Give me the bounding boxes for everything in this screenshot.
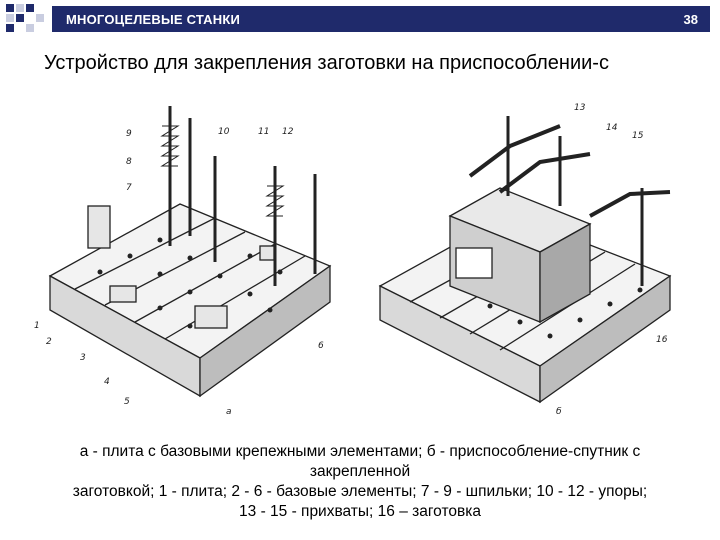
slide-title: Устройство для закрепления заготовки на … (44, 52, 609, 74)
callout-4: 4 (104, 377, 110, 387)
clamp-13 (468, 124, 561, 178)
callout-16: 16 (656, 335, 668, 345)
right-plate-side (539, 274, 671, 404)
callout-14: 14 (606, 123, 618, 133)
callout-10: 10 (218, 127, 230, 137)
deco-square (26, 4, 34, 12)
fixture-illustration: 1 2 3 4 5 9 8 7 10 11 12 6 13 14 15 16 а… (30, 96, 690, 422)
page-number: 38 (683, 12, 698, 27)
callout-6: 6 (318, 341, 324, 351)
callout-15: 15 (632, 131, 644, 141)
fixture-drawing: 1 2 3 4 5 9 8 7 10 11 12 6 13 14 15 16 а… (34, 103, 672, 417)
clamp-15 (589, 190, 671, 218)
callout-2: 2 (46, 337, 52, 347)
left-plate-side (199, 264, 331, 398)
callout-12: 12 (282, 127, 294, 137)
clamp-14 (498, 152, 591, 194)
deco-square (6, 14, 14, 22)
callout-11: 11 (258, 127, 269, 137)
deco-square (6, 4, 14, 12)
panel-label-b: б (556, 407, 562, 417)
caption-line: 13 - 15 - прихваты; 16 – заготовка (239, 503, 481, 520)
callout-5: 5 (124, 397, 130, 407)
callout-7: 7 (126, 183, 132, 193)
caption-line: заготовкой; 1 - плита; 2 - 6 - базовые э… (72, 483, 648, 500)
callout-9: 9 (126, 129, 132, 139)
deco-square (16, 4, 24, 12)
panel-label-a: а (226, 407, 232, 417)
deco-square (26, 24, 34, 32)
deco-square (36, 14, 44, 22)
callout-1: 1 (34, 321, 40, 331)
header-title: МНОГОЦЕЛЕВЫЕ СТАНКИ (66, 12, 241, 27)
figure-caption: а - плита с базовыми крепежными элемента… (6, 442, 714, 522)
workpiece-side (539, 222, 591, 324)
left-base-element (194, 305, 228, 329)
left-base-element (109, 285, 137, 303)
caption-line: закрепленной (309, 463, 411, 480)
header-bar: МНОГОЦЕЛЕВЫЕ СТАНКИ 38 (52, 6, 710, 32)
left-base-element (87, 205, 111, 249)
callout-13: 13 (574, 103, 586, 113)
callout-3: 3 (80, 353, 86, 363)
deco-square (16, 14, 24, 22)
callout-8: 8 (126, 157, 132, 167)
caption-line: а - плита с базовыми крепежными элемента… (79, 443, 641, 460)
deco-square (6, 24, 14, 32)
left-base-element (259, 245, 275, 261)
